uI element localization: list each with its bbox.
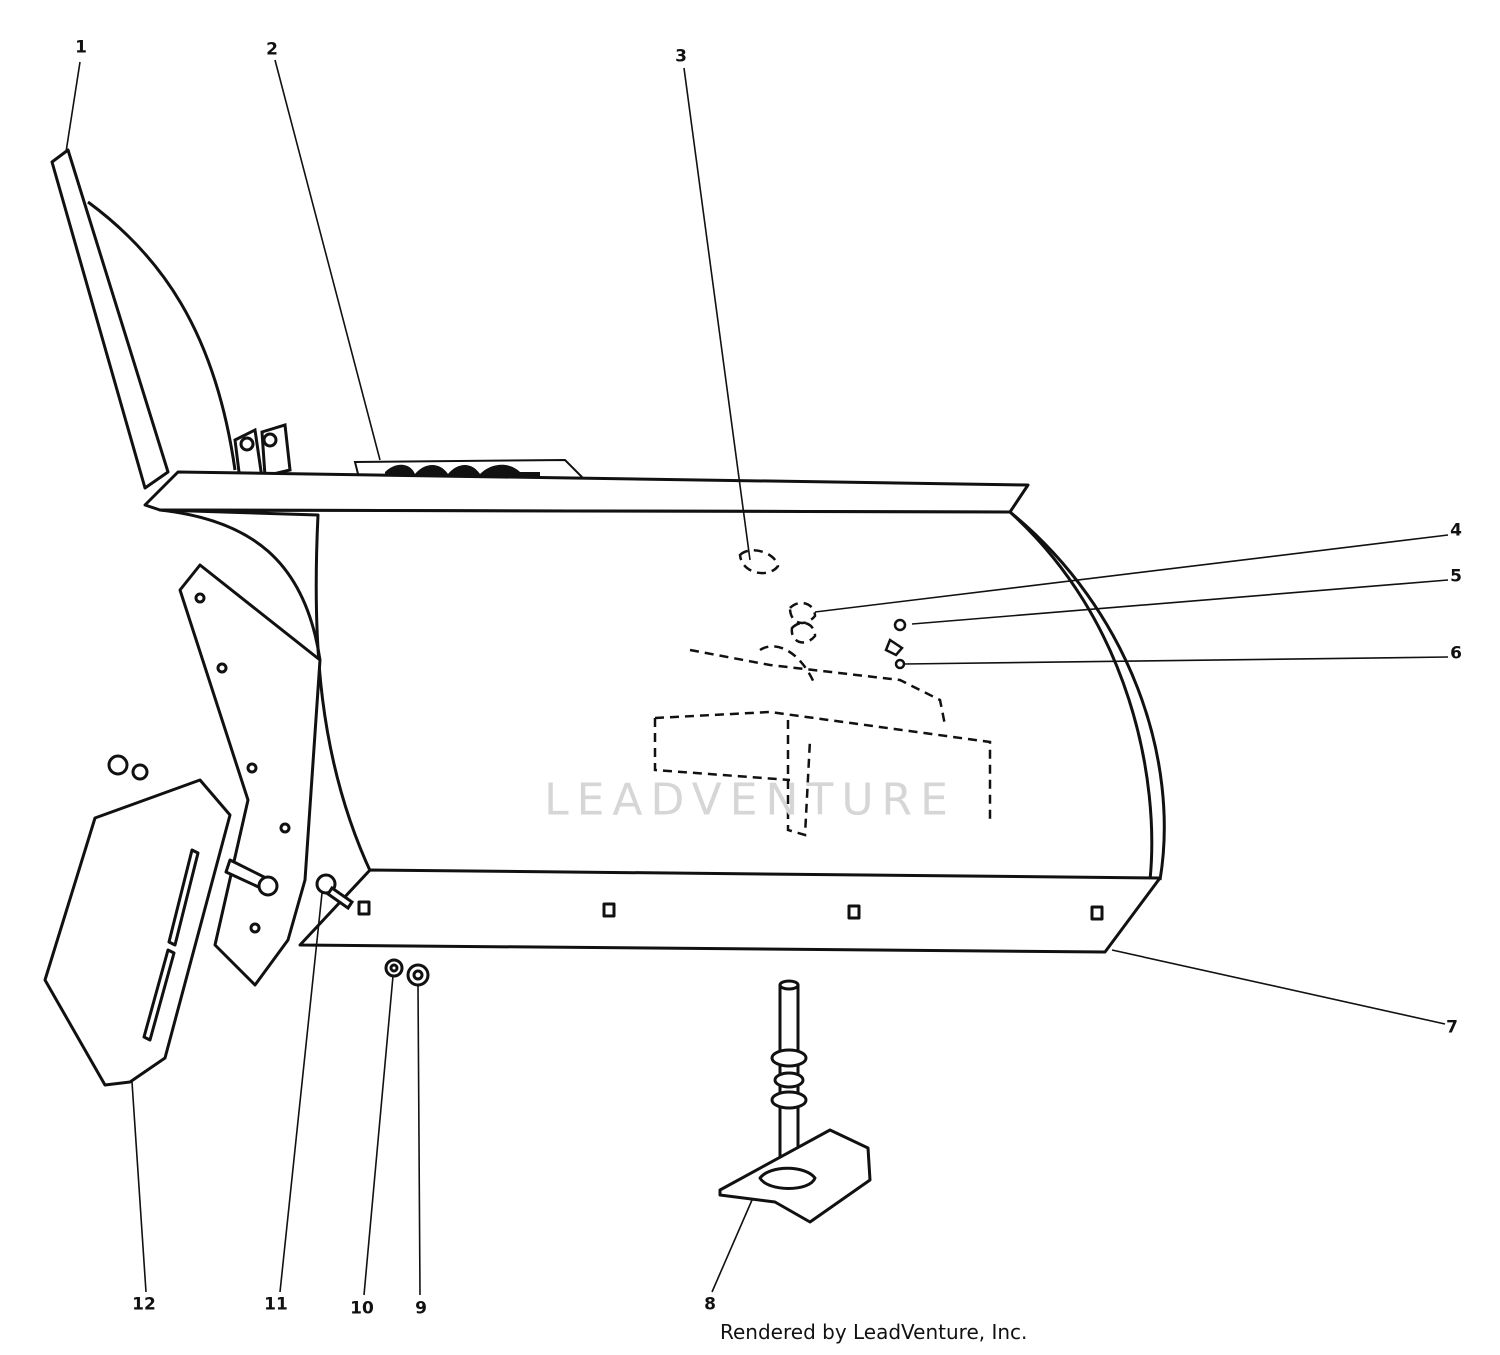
- leader-line-5: [911, 579, 1449, 625]
- leader-line-10: [363, 975, 394, 1296]
- callout-5: 5: [1450, 566, 1462, 587]
- callout-1: 1: [75, 37, 87, 58]
- callout-2: 2: [266, 39, 278, 60]
- callout-12: 12: [132, 1294, 156, 1315]
- leader-line-6: [903, 656, 1449, 665]
- callout-4: 4: [1450, 520, 1462, 541]
- leader-line-11: [279, 892, 323, 1293]
- callout-6: 6: [1450, 643, 1462, 664]
- left-side-plate: [178, 563, 322, 987]
- callout-8: 8: [704, 1294, 716, 1315]
- watermark-text: LEADVENTURE: [544, 774, 956, 826]
- leader-line-9: [417, 984, 421, 1296]
- callout-3: 3: [675, 46, 687, 67]
- leader-line-7: [1111, 949, 1446, 1025]
- swivel-pin-and-skid: [718, 979, 872, 1224]
- render-credit: Rendered by LeadVenture, Inc.: [720, 1320, 1028, 1344]
- left-side-wing: [50, 148, 237, 490]
- leader-line-3: [683, 67, 751, 561]
- nut-and-washer: [384, 958, 430, 987]
- leader-line-1: [65, 61, 81, 153]
- callout-10: 10: [350, 1298, 374, 1319]
- side-shoe-plate: [43, 754, 279, 1087]
- callout-9: 9: [415, 1298, 427, 1319]
- hidden-mount-frame: [653, 549, 992, 837]
- leader-line-12: [131, 1081, 147, 1293]
- moldboard-blade: [143, 470, 1166, 882]
- cutting-edge: [298, 868, 1162, 954]
- leader-lines: [65, 59, 1449, 1296]
- leader-line-4: [814, 534, 1449, 613]
- carriage-bolt: [315, 873, 355, 911]
- small-hardware: [884, 618, 907, 670]
- leader-line-2: [274, 59, 381, 461]
- callout-7: 7: [1446, 1017, 1458, 1038]
- top-mount-bracket: [233, 423, 292, 482]
- callout-11: 11: [264, 1294, 288, 1315]
- leader-line-8: [711, 1199, 753, 1293]
